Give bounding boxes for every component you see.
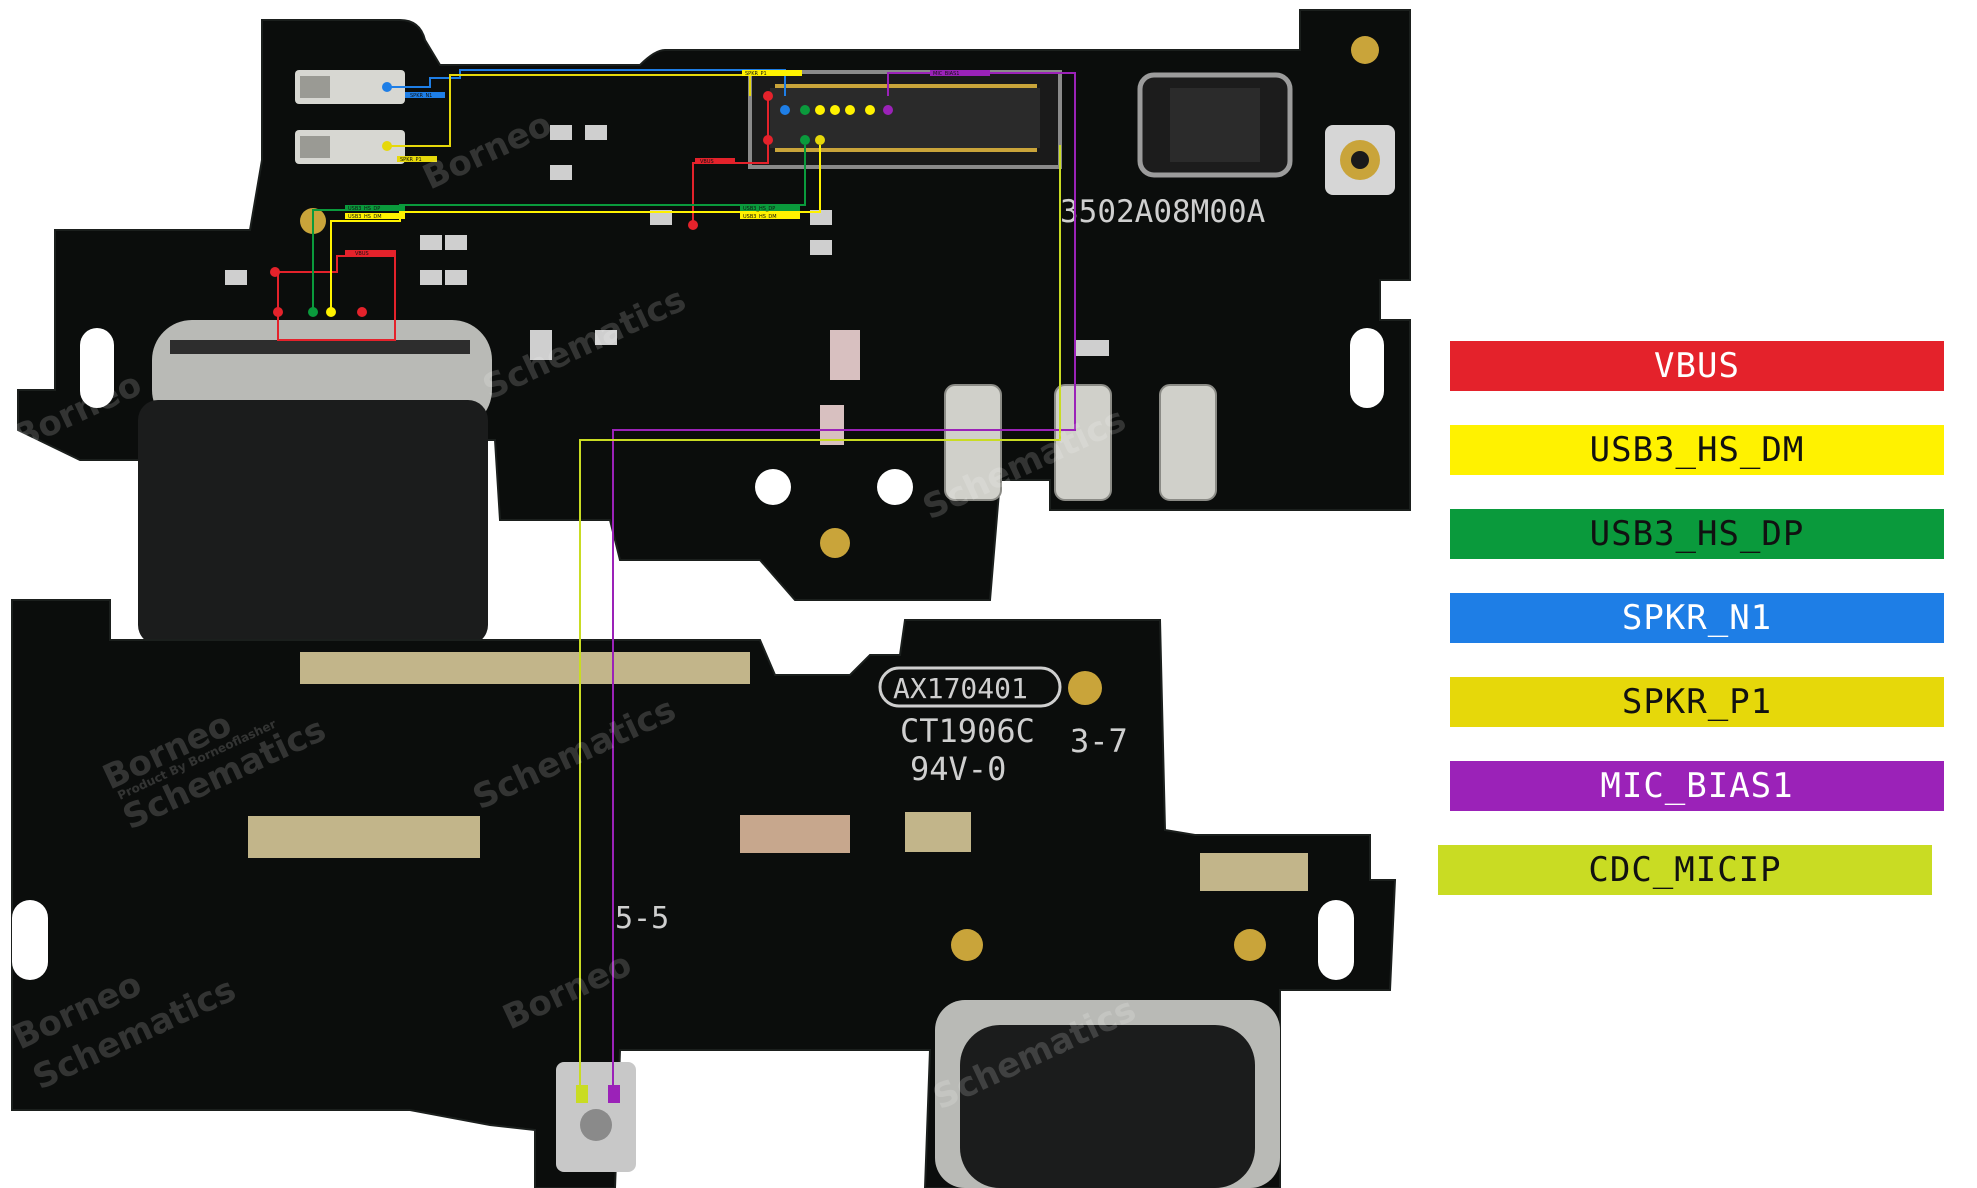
legend-label-spkr-p1: SPKR_P1 [1621,682,1773,722]
svg-text:AX170401: AX170401 [893,672,1028,705]
svg-text:SPKR_N1: SPKR_N1 [410,93,432,99]
legend-label-usb3-hs-dm: USB3_HS_DM [1589,430,1805,470]
trace-tags: SPKR_N1 SPKR_P1 USB3_HS_DP USB3_HS_DM VB… [345,70,990,257]
microphone [556,1062,636,1172]
connector-pins [775,84,1037,152]
svg-text:USB3_HS_DM: USB3_HS_DM [348,214,382,220]
legend-spkr-n1: SPKR_N1 [1450,593,1944,643]
legend-vbus: VBUS [1450,341,1944,391]
mic-bias1-trace [612,72,1076,1090]
top-part-number: 3502A08M00A [1060,194,1266,230]
svg-text:CT1906C: CT1906C [900,712,1035,750]
bottom-board-holes [12,900,1354,980]
legend-cdc-micip: CDC_MICIP [1438,845,1932,895]
top-board-holes [80,328,1384,505]
trace-pin-dots [270,82,893,317]
speaker-spring-contacts [295,70,405,164]
svg-text:MIC_BIAS1: MIC_BIAS1 [933,71,959,77]
svg-text:VBUS: VBUS [700,159,714,165]
antenna-connector [1137,72,1395,195]
legend-label-vbus: VBUS [1654,346,1740,386]
legend-mic-bias1: MIC_BIAS1 [1450,761,1944,811]
bottom-gold-dots [951,671,1266,961]
legend-usb3-hs-dp: USB3_HS_DP [1450,509,1944,559]
svg-text:VBUS: VBUS [355,251,369,257]
vbus-trace-3 [277,250,396,341]
svg-text:USB3_HS_DM: USB3_HS_DM [743,214,777,220]
bottom-pads [248,652,1308,891]
legend-usb3-hs-dm: USB3_HS_DM [1450,425,1944,475]
svg-text:SPKR_P1: SPKR_P1 [745,71,767,77]
small-smd-parts [225,125,1109,445]
spkr-p1-trace [387,74,751,147]
svg-text:USB3_HS_DP: USB3_HS_DP [348,206,380,212]
svg-text:5-5: 5-5 [615,901,669,936]
bottom-silkscreen: AX170401 CT1906C 94V-0 3-7 5-5 [615,666,1128,936]
svg-text:USB3_HS_DP: USB3_HS_DP [743,206,775,212]
legend-label-usb3-hs-dp: USB3_HS_DP [1589,514,1805,554]
cdc-micip-trace [579,145,1061,1090]
legend-spkr-p1: SPKR_P1 [1450,677,1944,727]
svg-text:94V-0: 94V-0 [910,750,1006,788]
svg-text:SPKR_P1: SPKR_P1 [400,157,422,163]
legend-label-mic-bias1: MIC_BIAS1 [1600,766,1794,806]
usb-c-connector-top [138,320,492,645]
svg-text:3-7: 3-7 [1070,722,1128,760]
usb-c-connector-bottom [935,1000,1280,1188]
legend-label-cdc-micip: CDC_MICIP [1588,850,1782,890]
legend-label-spkr-n1: SPKR_N1 [1621,598,1773,638]
mic-spring-contacts [944,384,1217,501]
